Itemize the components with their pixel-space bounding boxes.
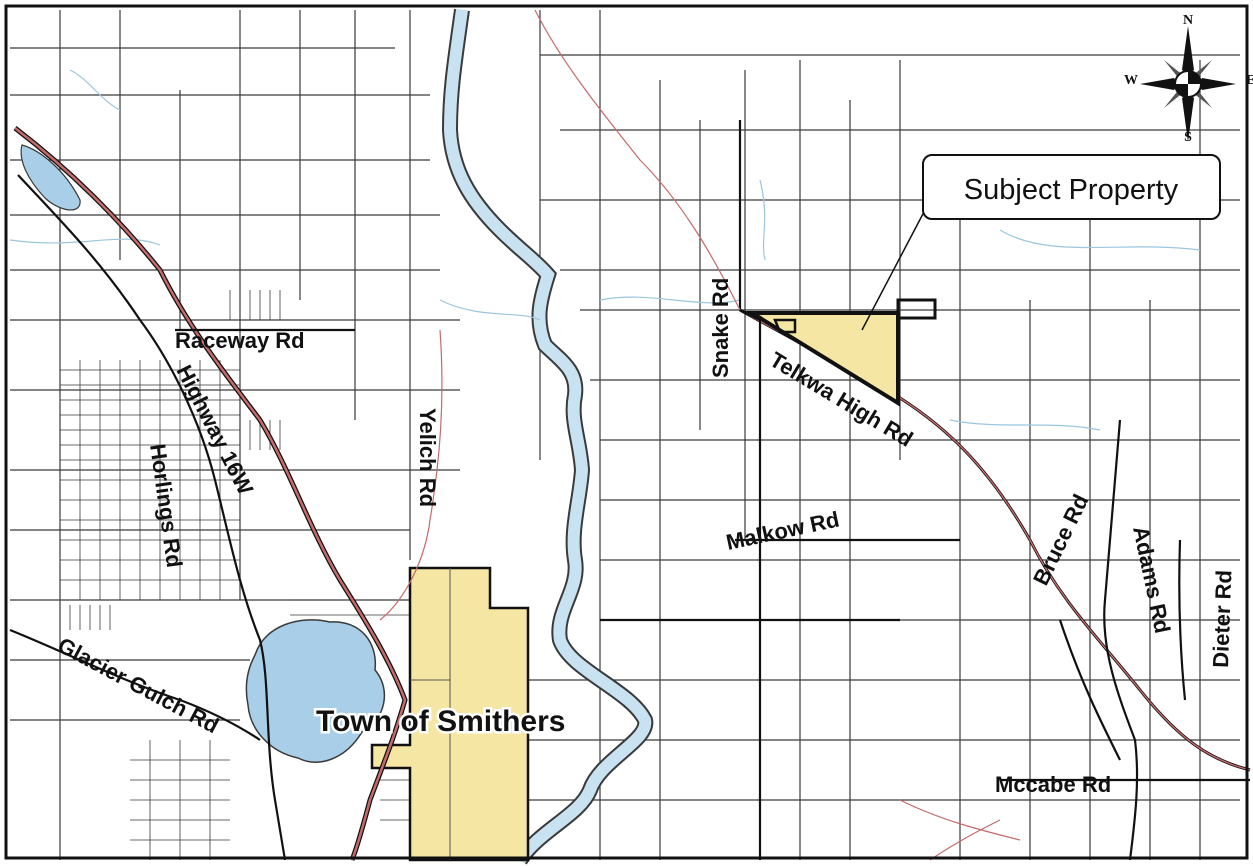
compass-south-arrow: [1182, 94, 1194, 142]
river: [441, 8, 654, 865]
subject-property-notch: [773, 318, 797, 334]
telkwa-high-road: [739, 308, 1251, 772]
road-label-raceway: Raceway Rd: [175, 328, 305, 353]
compass-center-fill-1: [1188, 71, 1201, 84]
lake: [245, 619, 386, 763]
parcel-lines: [10, 10, 1240, 860]
compass-label-north: N: [1183, 13, 1193, 28]
subject-property: [744, 311, 900, 407]
compass-west-arrow: [1140, 78, 1178, 90]
callout-box: [922, 154, 1221, 220]
town-internal-line: [410, 568, 451, 860]
callout-leader-line: [861, 209, 926, 331]
compass-center-fill-2: [1175, 84, 1188, 97]
compass-label-east: E: [1246, 73, 1253, 88]
map-frame: [4, 4, 1249, 860]
compass-north-arrow: [1182, 26, 1194, 74]
compass-label-west: W: [1124, 73, 1138, 88]
nw-lake: [20, 144, 81, 211]
road-label-snake: Snake Rd: [708, 278, 733, 378]
compass-label-south: S: [1184, 130, 1192, 145]
town-label: Town of Smithers: [316, 705, 565, 738]
road-label-mccabe: Mccabe Rd: [995, 772, 1111, 797]
subject-property-annex: [896, 298, 937, 320]
compass-rose: N S E W: [1124, 13, 1253, 145]
callout-label: Subject Property: [964, 174, 1179, 206]
compass-east-arrow: [1198, 78, 1236, 90]
road-label-dieter: Dieter Rd: [1208, 570, 1236, 669]
road-label-yelich: Yelich Rd: [415, 408, 440, 507]
creeks: [9, 69, 1201, 431]
highway-16w: [13, 126, 408, 861]
roads: [9, 120, 1250, 861]
local-red-roads: [379, 9, 1021, 861]
